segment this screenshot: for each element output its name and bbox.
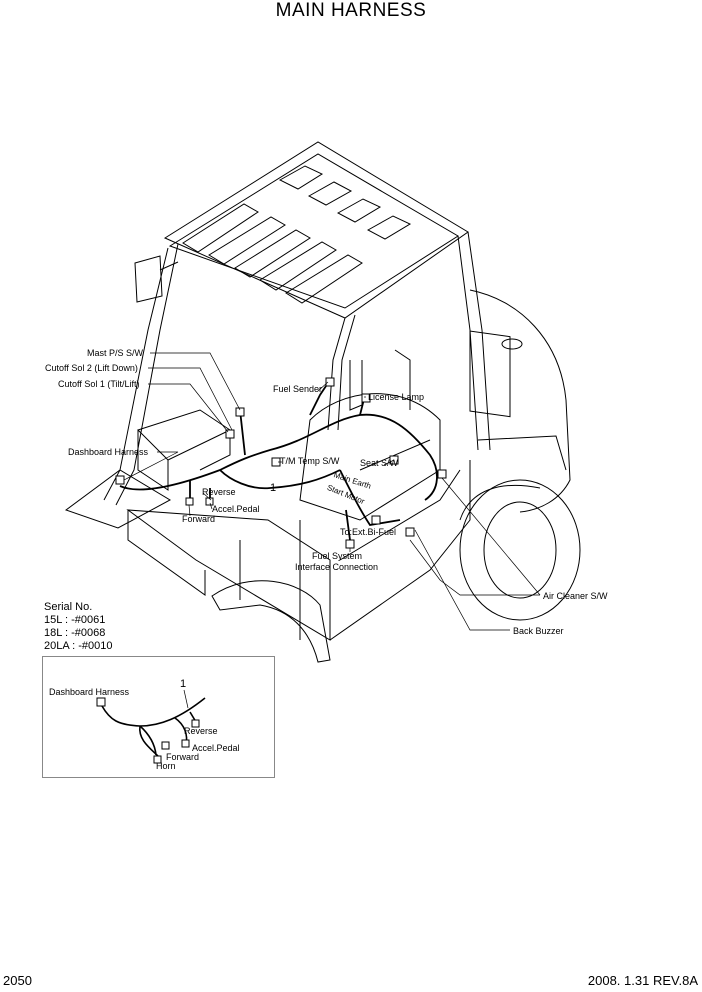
- serial-heading: Serial No.: [44, 601, 93, 613]
- page-number: 2050: [3, 973, 32, 988]
- inset-harness-drawing: [96, 689, 206, 764]
- label-fuel-sender: Fuel Sender: [273, 384, 323, 394]
- label-seat-sw: Seat S/W: [360, 458, 399, 468]
- engine-hood: [299, 349, 441, 521]
- inset-label-horn: Horn: [156, 761, 176, 771]
- chassis: [126, 460, 471, 641]
- step-plate: [64, 469, 172, 529]
- label-fuel-system: Fuel System: [312, 551, 363, 561]
- overhead-guard: [163, 141, 469, 319]
- label-cutoff-sol1: Cutoff Sol 1 (Tilt/Lift): [58, 379, 140, 389]
- inset-label-dashboard-harness: Dashboard Harness: [49, 687, 130, 697]
- inset-label-reverse: Reverse: [184, 726, 218, 736]
- label-accel-pedal: Accel.Pedal: [212, 504, 260, 514]
- rear-wheel: [459, 479, 581, 621]
- revision-date: 2008. 1.31 REV.8A: [587, 973, 698, 988]
- serial-line: 18L : -#0068: [44, 627, 106, 639]
- label-forward: Forward: [182, 514, 216, 524]
- diagram-title: MAIN HARNESS: [275, 0, 427, 21]
- label-dashboard-harness: Dashboard Harness: [68, 447, 149, 457]
- label-back-buzzer: Back Buzzer: [513, 626, 564, 636]
- connectors: [115, 377, 447, 549]
- inset-box: [42, 656, 275, 778]
- label-tm-temp-sw: T/M Temp S/W: [280, 456, 340, 466]
- inset-label-item-1: 1: [180, 678, 187, 690]
- harness-routing: [119, 379, 438, 541]
- label-cutoff-sol2: Cutoff Sol 2 (Lift Down): [45, 363, 138, 373]
- inset-label-accel-pedal: Accel.Pedal: [192, 743, 240, 753]
- counterweight: [469, 289, 571, 513]
- serial-number-block: Serial No. 15L : -#0061 18L : -#0068 20L…: [44, 601, 113, 653]
- inset-label-forward: Forward: [166, 752, 200, 762]
- dashboard-cowl: [137, 409, 232, 491]
- label-item-1: 1: [270, 482, 277, 494]
- label-air-cleaner-sw: Air Cleaner S/W: [543, 591, 608, 601]
- leader-lines: [123, 352, 541, 631]
- label-reverse: Reverse: [202, 487, 236, 497]
- label-mast-ps-sw: Mast P/S S/W: [87, 348, 144, 358]
- label-to-ext-bi-fuel: To:Ext.Bi-Fuel: [340, 527, 397, 537]
- label-interface-connection: Interface Connection: [295, 562, 379, 572]
- rear-pillars: [457, 231, 491, 451]
- label-license-lamp: License Lamp: [368, 392, 425, 402]
- front-fender: [211, 580, 331, 663]
- serial-line: 20LA : -#0010: [44, 640, 113, 652]
- serial-line: 15L : -#0061: [44, 614, 106, 626]
